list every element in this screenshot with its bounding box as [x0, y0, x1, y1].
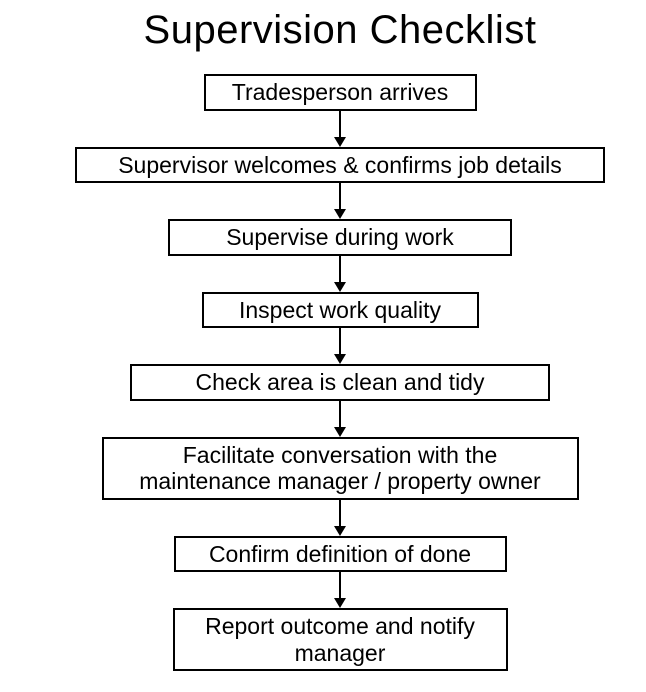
arrow-line: [339, 255, 341, 283]
arrowhead-icon: [334, 354, 346, 364]
flowchart: Supervision Checklist Tradesperson arriv…: [75, 6, 605, 671]
flow-node-check-area-clean: Check area is clean and tidy: [130, 364, 550, 401]
flow-node-report-outcome: Report outcome and notify manager: [172, 608, 508, 671]
arrowhead-icon: [334, 281, 346, 292]
flow-node-tradesperson-arrives: Tradesperson arrives: [203, 74, 477, 111]
flow-node-supervise-during-work: Supervise during work: [168, 219, 512, 256]
arrowhead-icon: [334, 209, 346, 219]
flow-node-facilitate-conversation: Facilitate conversation with the mainten…: [101, 436, 579, 500]
flow-node-inspect-work-quality: Inspect work quality: [201, 291, 479, 328]
down-arrow: [334, 110, 346, 147]
flow-node-supervisor-welcomes: Supervisor welcomes & confirms job detai…: [75, 146, 605, 183]
down-arrow: [334, 499, 346, 536]
arrowhead-icon: [334, 136, 346, 147]
arrow-line: [339, 183, 341, 210]
arrowhead-icon: [334, 426, 346, 437]
arrow-line: [339, 572, 341, 599]
arrow-line: [339, 400, 341, 428]
arrowhead-icon: [334, 525, 346, 536]
flow-node-confirm-definition-of-done: Confirm definition of done: [173, 535, 507, 572]
arrow-line: [339, 499, 341, 527]
arrowhead-icon: [334, 598, 346, 608]
down-arrow: [334, 400, 346, 437]
page-title: Supervision Checklist: [143, 8, 537, 52]
arrow-line: [339, 328, 341, 355]
down-arrow: [334, 183, 346, 219]
down-arrow: [334, 572, 346, 608]
down-arrow: [334, 328, 346, 364]
arrow-line: [339, 110, 341, 138]
down-arrow: [334, 255, 346, 292]
